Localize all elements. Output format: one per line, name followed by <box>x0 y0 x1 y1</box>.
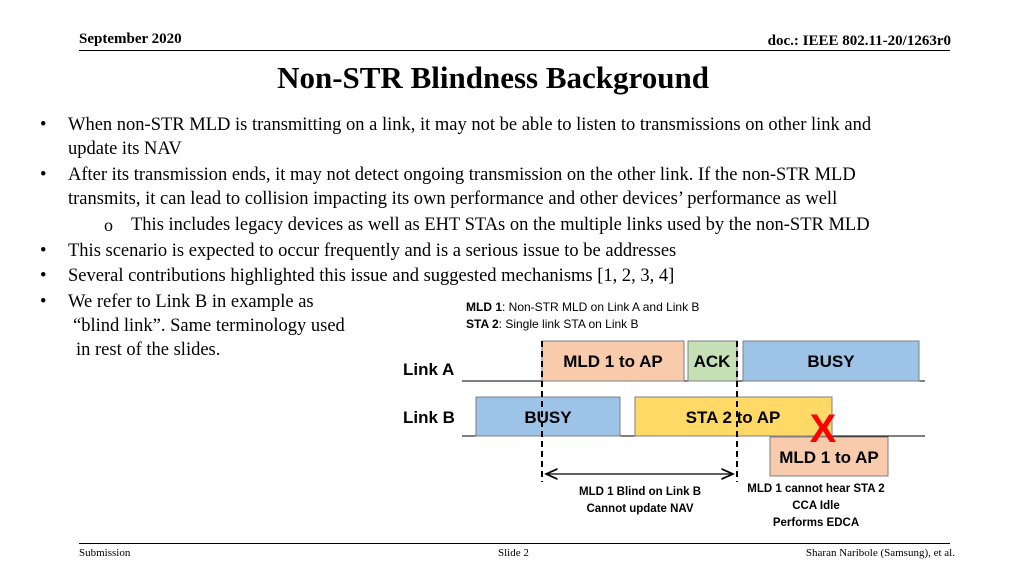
busy-a-box <box>742 340 920 382</box>
busy-a-label: BUSY <box>807 352 855 371</box>
footer-author: Sharan Naribole (Samsung), et al. <box>805 547 955 559</box>
cannot-hear-caption-line1: MLD 1 cannot hear STA 2 <box>747 483 884 495</box>
bullet-dot: • <box>40 165 47 185</box>
blind-caption-line2: Cannot update NAV <box>586 503 693 515</box>
bullet-3: • This scenario is expected to occur fre… <box>40 239 677 263</box>
busy-b-label: BUSY <box>524 408 572 427</box>
link-b-label: Link B <box>403 408 455 427</box>
header-doc-id: doc.: IEEE 802.11-20/1263r0 <box>767 33 951 49</box>
sub-bullet-marker: o <box>104 215 113 235</box>
ack-box <box>687 340 738 382</box>
bullet-line: “blind link”. Same terminology used <box>73 316 345 336</box>
sub-bullet-1: o This includes legacy devices as well a… <box>104 213 870 237</box>
mld1-to-ap-label: MLD 1 to AP <box>563 352 662 371</box>
bullet-line: This scenario is expected to occur frequ… <box>68 241 677 261</box>
bullet-dot: • <box>40 266 47 286</box>
legend-mld1: MLD 1: Non-STR MLD on Link A and Link B <box>466 300 699 314</box>
slide-title: Non-STR Blindness Background <box>277 60 709 95</box>
bullet-2: • After its transmission ends, it may no… <box>40 163 856 211</box>
footer-slide-number: Slide 2 <box>498 547 529 559</box>
legend-sta2: STA 2: Single link STA on Link B <box>466 317 639 331</box>
bullet-4: • Several contributions highlighted this… <box>40 264 675 288</box>
bullet-line: update its NAV <box>68 139 182 159</box>
bullet-line: After its transmission ends, it may not … <box>68 165 856 185</box>
cannot-hear-caption-line3: Performs EDCA <box>773 517 859 529</box>
ack-label: ACK <box>694 352 732 371</box>
header-divider <box>79 50 950 51</box>
bullet-line: Several contributions highlighted this i… <box>68 266 675 286</box>
bullet-dot: • <box>40 241 47 261</box>
bullet-5: • We refer to Link B in example as “blin… <box>40 290 345 362</box>
bullet-line: in rest of the slides. <box>76 340 221 360</box>
mld1-to-ap-second-label: MLD 1 to AP <box>779 448 878 467</box>
bullet-line: When non-STR MLD is transmitting on a li… <box>68 115 872 135</box>
busy-b-box <box>475 396 621 437</box>
bullet-line: We refer to Link B in example as <box>68 292 314 312</box>
bullet-line: transmits, it can lead to collision impa… <box>68 189 838 209</box>
mld1-to-ap-second-box <box>769 436 889 477</box>
header-date: September 2020 <box>79 31 182 47</box>
footer-submission: Submission <box>79 547 131 559</box>
sta2-to-ap-box <box>634 396 833 437</box>
bullet-line: This includes legacy devices as well as … <box>131 215 870 235</box>
bullet-dot: • <box>40 115 47 135</box>
collision-x-mark: X <box>810 407 837 451</box>
cannot-hear-caption-line2: CCA Idle <box>792 500 840 512</box>
blind-caption-line1: MLD 1 Blind on Link B <box>579 486 701 498</box>
link-a-label: Link A <box>403 360 454 379</box>
bullet-dot: • <box>40 292 47 312</box>
footer-divider <box>79 543 950 544</box>
sta2-to-ap-label: STA 2 to AP <box>686 408 781 427</box>
bullet-1: • When non-STR MLD is transmitting on a … <box>40 113 872 161</box>
